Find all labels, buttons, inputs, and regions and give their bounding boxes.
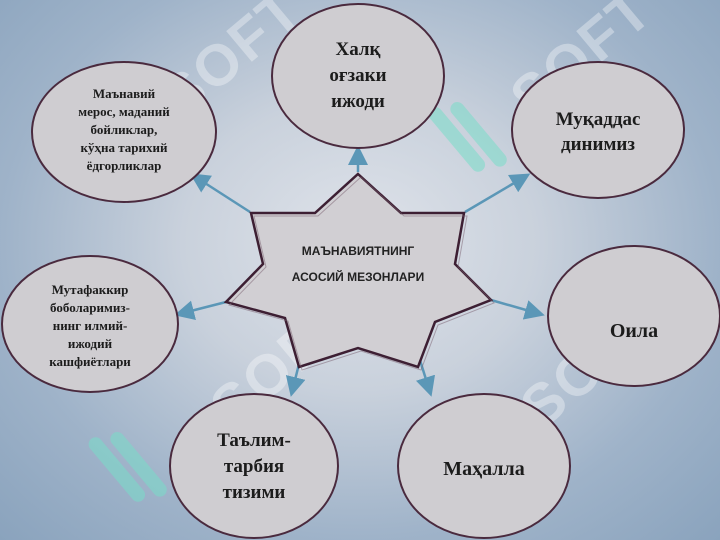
node-family: Оила <box>566 314 702 348</box>
arrow-to-religion <box>464 173 531 214</box>
node-label: Маҳалла <box>443 457 525 480</box>
node-scholars-discoveries: Мутафаккир боболаримиз- нинг илмий- ижод… <box>18 280 162 372</box>
center-star <box>223 172 494 369</box>
node-label: Таълим- тарбия тизими <box>217 430 291 503</box>
arrow-to-family <box>490 298 545 320</box>
node-mahalla: Маҳалла <box>414 452 554 486</box>
node-education-system: Таълим- тарбия тизими <box>184 424 324 510</box>
node-folk-creativity: Халқ оғзаки ижоди <box>290 30 426 122</box>
node-label: Маънавий мерос, маданий бойликлар, кўҳна… <box>78 86 170 173</box>
node-label: Мутафаккир боболаримиз- нинг илмий- ижод… <box>49 282 131 369</box>
ellipse-education <box>169 393 339 539</box>
ellipse-religion <box>511 61 685 199</box>
center-title: МАЪНАВИЯТНИНГ АСОСИЙ МЕЗОНЛАРИ <box>291 244 425 284</box>
node-spiritual-heritage: Маънавий мерос, маданий бойликлар, кўҳна… <box>52 80 196 180</box>
node-label: Халқ оғзаки ижоди <box>329 39 387 112</box>
node-sacred-religion: Муқаддас динимиз <box>528 104 668 160</box>
ellipse-mahalla <box>397 393 571 539</box>
node-label: Оила <box>609 319 659 342</box>
arrow-to-heritage <box>189 173 251 214</box>
ellipse-family <box>547 245 720 387</box>
ellipse-heritage <box>31 61 217 203</box>
node-label: Муқаддас динимиз <box>555 109 641 155</box>
ellipse-scholars <box>1 255 179 393</box>
ellipse-folk <box>271 3 445 149</box>
arrow-to-scholars <box>174 300 227 320</box>
